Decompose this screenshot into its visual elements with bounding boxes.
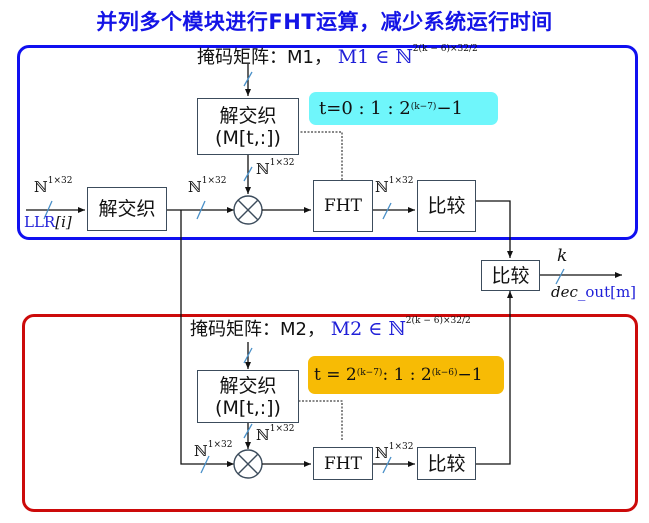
bus-width-label: ℕ1×32 [375,442,414,462]
bus-slash [555,268,565,285]
mask-matrix-1-label: 掩码矩阵：M1， M1 ∈ ℕ2(k − 6)×32/2 [197,44,478,69]
t-range-exp: (k−7) [410,101,437,112]
bus-width-label: ℕ1×32 [194,440,233,460]
bus-slash [382,456,392,474]
diagram-title: 并列多个模块进行FHT运算，减少系统运行时间 [96,10,553,34]
t-range-prefix: t=0 : 1 : 2 [319,98,411,119]
module-2-panel [22,314,638,512]
bus-slash [43,200,53,220]
bus-slash [243,423,253,439]
feedback-fht-to-mdeint-1 [279,129,343,180]
mask-math-text: M2 ∈ ℕ [330,318,406,340]
mask-matrix-2-label: 掩码矩阵：M2， M2 ∈ ℕ2(k − 6)×32/2 [190,316,471,341]
input-signal-label: LLR[i] [24,213,72,231]
mask-label-text: 掩码矩阵：M1， [197,47,332,68]
t-range-suffix: −1 [436,98,463,119]
output-width-label: k [557,246,568,266]
dec-text: dec [551,283,578,301]
bus-slash [243,71,253,87]
mask-math-blue: M1 ∈ ℕ2(k − 6)×32/2 [337,44,478,68]
bus-slash [243,166,253,182]
wire-compare-1-to-final [475,200,513,258]
deinterleave-m-block-1: 解交织 (M[t,:]) [197,98,299,155]
wire-compare-2-to-final [475,291,513,465]
mask-exponent: 2(k − 6)×32/2 [412,44,478,54]
bus-slash [196,200,206,220]
fht-block-2: FHT [313,447,373,480]
bus-width-label: ℕ1×32 [256,424,295,444]
feedback-fht-to-mdeint-2 [279,398,343,440]
t-range-exp: (k−6) [431,368,458,378]
fht-block-1: FHT [313,180,373,232]
t-range-prefix: t = 2 [314,365,357,385]
bus-slash [200,455,210,474]
deinterleave-m-block-2: 解交织 (M[t,:]) [197,370,299,423]
block-label: 解交织 [219,374,277,397]
bus-slash [243,347,253,364]
compare-block-2: 比较 [417,447,476,480]
bus-width-label: ℕ1×32 [188,176,227,196]
module-1-panel [17,45,638,240]
compare-block-1: 比较 [417,180,476,232]
t-range-2: t = 2(k−7) : 1 : 2(k−6)−1 [308,356,504,394]
block-sublabel: (M[t,:]) [215,396,281,419]
bus-width-input: ℕ1×32 [34,176,73,196]
llr-text: LLR [24,213,56,231]
deinterleave-block-input: 解交织 [87,187,167,231]
t-range-mid: : 1 : 2 [382,365,432,385]
bus-width-label: ℕ1×32 [375,176,414,196]
llr-index: [i] [55,213,72,231]
mask-math-text: M1 ∈ ℕ [337,46,413,68]
mask-label-text: 掩码矩阵：M2， [190,319,325,340]
bus-slash [382,202,392,220]
bus-width-label: ℕ1×32 [256,158,295,178]
t-range-1: t=0 : 1 : 2(k−7)−1 [309,92,498,125]
output-signal-label: dec_out[m] [551,283,636,301]
final-compare-block: 比较 [481,260,540,291]
mask-math-blue: M2 ∈ ℕ2(k − 6)×32/2 [330,316,471,340]
wire-branch-to-module-2 [180,210,234,467]
block-label: 解交织 [219,104,277,127]
block-sublabel: (M[t,:]) [215,126,281,149]
t-range-suffix: −1 [457,365,483,385]
t-range-exp: (k−7) [356,368,383,378]
mask-exponent: 2(k − 6)×32/2 [405,316,471,326]
out-text: _out[m] [577,283,637,301]
